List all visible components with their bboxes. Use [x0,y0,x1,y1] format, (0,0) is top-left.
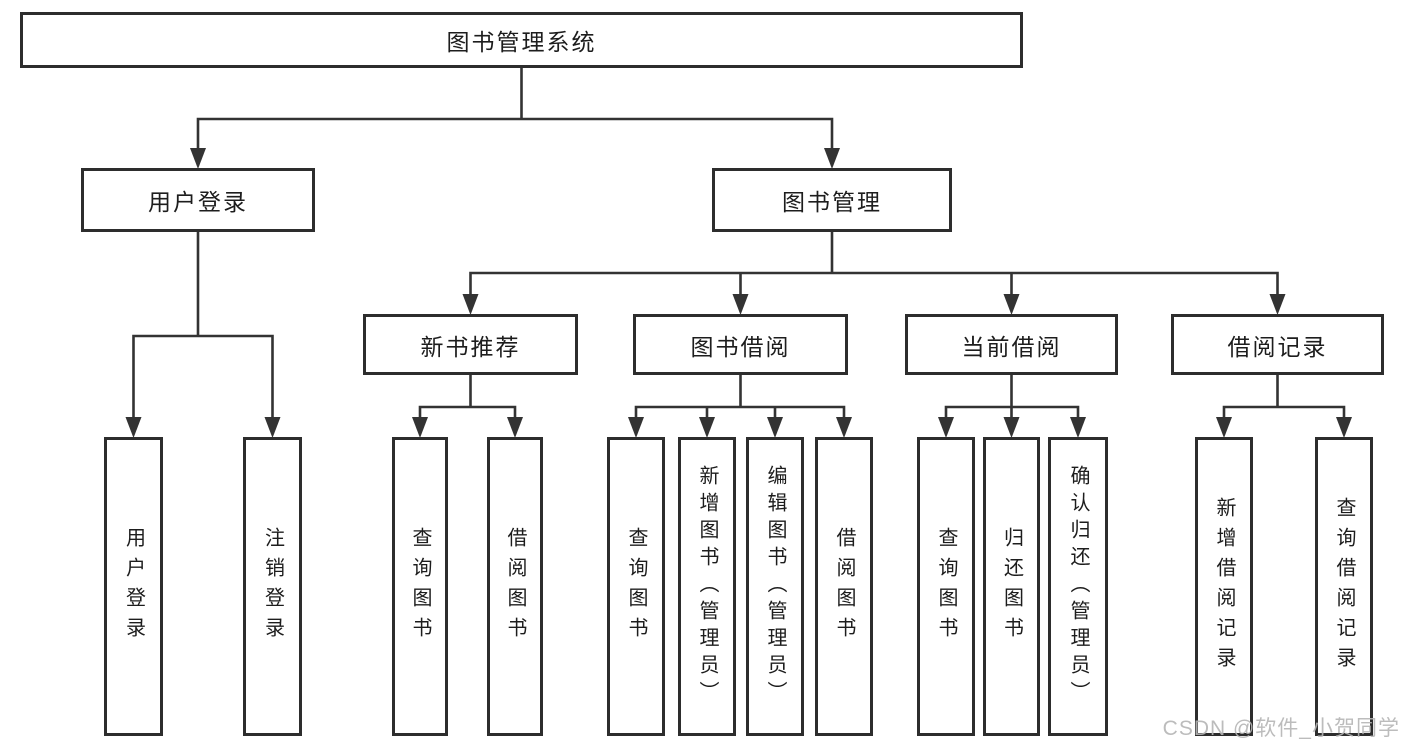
node-root: 图书管理系统 [20,12,1023,68]
node-label: 用户登录 [122,526,145,647]
node-leaf-borrow-book-2: 借阅图书 [815,437,873,736]
arrowhead-icon [767,417,783,438]
node-label: 新增借阅记录 [1213,496,1235,677]
node-label: 确认归还（管理员） [1067,465,1089,708]
node-borrow-record: 借阅记录 [1171,314,1384,375]
arrowhead-icon [1216,417,1232,438]
arrowhead-icon [1003,417,1020,438]
node-label: 借阅记录 [1227,333,1328,360]
node-label: 查询图书 [409,526,431,647]
node-leaf-borrow-book-1: 借阅图书 [487,437,543,736]
node-leaf-user-login: 用户登录 [104,437,163,736]
node-leaf-return-book: 归还图书 [983,437,1040,736]
node-label: 图书管理 [782,189,882,215]
arrowhead-icon [836,417,852,438]
node-label: 借阅图书 [504,526,526,647]
node-label: 用户登录 [148,189,248,215]
node-leaf-confirm-return: 确认归还（管理员） [1048,437,1108,736]
node-label: 查询图书 [625,526,647,647]
node-label: 新书推荐 [420,333,521,360]
node-book-mgmt: 图书管理 [712,168,952,232]
arrowhead-icon [628,417,644,438]
node-leaf-query-book-1: 查询图书 [392,437,448,736]
arrowhead-icon [1070,417,1086,438]
watermark-text: CSDN @软件_小贺同学 [1162,717,1400,740]
node-leaf-query-book-3: 查询图书 [917,437,975,736]
arrowhead-icon [462,294,479,315]
arrowhead-icon [125,417,142,438]
node-label: 归还图书 [1000,526,1023,647]
node-label: 图书管理系统 [446,29,597,55]
node-label: 查询图书 [935,526,957,647]
node-new-book-rec: 新书推荐 [363,314,578,375]
node-label: 当前借阅 [961,333,1062,360]
node-leaf-add-borrow-record: 新增借阅记录 [1195,437,1253,736]
arrowhead-icon [699,417,715,438]
arrowhead-icon [824,148,840,169]
arrowhead-icon [1269,294,1286,315]
arrowhead-icon [1336,417,1352,438]
arrowhead-icon [412,417,428,438]
node-label: 查询借阅记录 [1333,496,1355,677]
arrowhead-icon [1003,294,1020,315]
node-label: 编辑图书（管理员） [764,465,786,708]
node-book-borrow: 图书借阅 [633,314,848,375]
node-label: 注销登录 [261,526,284,647]
node-current-borrow: 当前借阅 [905,314,1118,375]
arrowhead-icon [264,417,281,438]
arrowhead-icon [507,417,523,438]
arrowhead-icon [190,148,206,169]
connector-path [132,66,1346,423]
arrowhead-icon [938,417,954,438]
node-leaf-edit-book: 编辑图书（管理员） [746,437,804,736]
node-leaf-query-borrow-record: 查询借阅记录 [1315,437,1373,736]
node-leaf-logout: 注销登录 [243,437,302,736]
node-leaf-add-book: 新增图书（管理员） [678,437,736,736]
node-label: 图书借阅 [690,333,791,360]
node-label: 借阅图书 [833,526,855,647]
node-label: 新增图书（管理员） [696,465,718,708]
node-user-login: 用户登录 [81,168,315,232]
arrowhead-icon [732,294,749,315]
node-leaf-query-book-2: 查询图书 [607,437,665,736]
